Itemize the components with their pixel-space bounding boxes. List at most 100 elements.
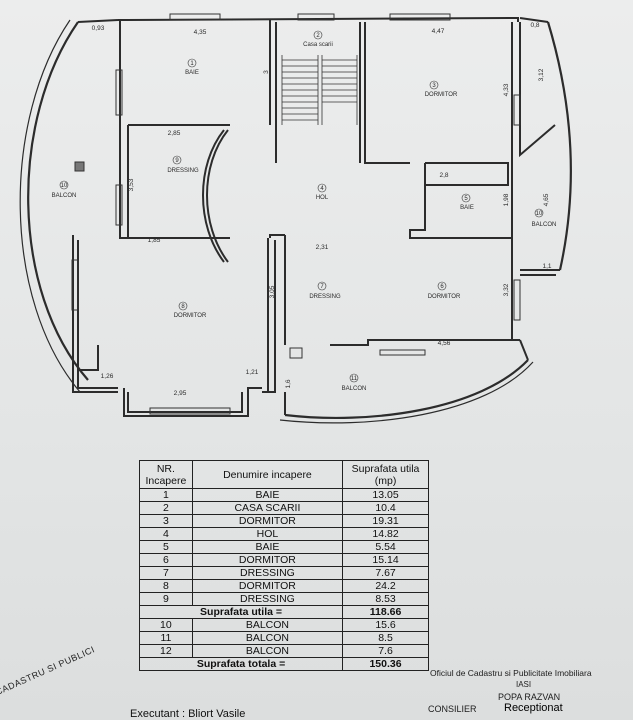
room-10-name: BALCON: [52, 193, 77, 199]
row-name: DORMITOR: [191, 553, 344, 567]
room-5-number: 5: [464, 196, 468, 202]
row-name: HOL: [191, 527, 344, 541]
row-area: 13.05: [342, 488, 429, 502]
room-10b-name: BALCON: [532, 222, 557, 228]
row-nr: 6: [139, 553, 193, 567]
row-nr: 3: [139, 514, 193, 528]
dim-3-12: 3,12: [538, 68, 545, 81]
room-1-number: 1: [190, 61, 194, 67]
floor-plan: 1 BAIE 2 Casa scarii 3 DORMITOR 4 HOL 5 …: [19, 13, 572, 424]
room-8-number: 8: [181, 304, 185, 310]
row-area: 14.82: [342, 527, 429, 541]
row-name: CASA SCARII: [191, 501, 344, 515]
room-4-name: HOL: [316, 195, 329, 201]
room-5-name: BAIE: [460, 205, 474, 211]
room-7-name: DRESSING: [309, 294, 341, 300]
subtotal-label: Suprafata utila =: [138, 605, 344, 619]
room-11-name: BALCON: [342, 386, 367, 392]
room-1-name: BAIE: [185, 70, 199, 76]
subtotal-row: Suprafata utila = 118.66: [138, 605, 429, 619]
row-name: DRESSING: [191, 592, 344, 606]
dim-3: 3: [263, 70, 270, 74]
room-10b-number: 10: [536, 211, 543, 217]
room-6-name: DORMITOR: [428, 294, 461, 300]
dim-3-53: 3,53: [128, 178, 135, 191]
dim-0-93: 0,93: [92, 25, 105, 32]
total-label: Suprafata totala =: [138, 657, 344, 671]
row-area: 5.54: [342, 540, 429, 554]
stamp-name: POPA RAZVAN: [498, 692, 561, 702]
row-area: 24.2: [342, 579, 429, 593]
dim-4-47: 4,47: [432, 28, 445, 35]
dim-3-32: 3,32: [503, 283, 510, 296]
header-name: Denumire incapere: [191, 460, 344, 489]
stamp-role: CONSILIER: [428, 704, 477, 714]
row-area: 8.5: [342, 631, 429, 645]
dim-1-85: 1,85: [148, 237, 161, 244]
dim-1-1: 1,1: [542, 263, 551, 270]
stamp-iasi: IASI: [516, 680, 532, 689]
header-nr: NR. Incapere: [139, 460, 193, 489]
room-8-name: DORMITOR: [174, 313, 207, 319]
room-2-number: 2: [316, 33, 320, 39]
dim-1-26: 1,26: [101, 373, 114, 380]
row-name: BALCON: [191, 644, 344, 658]
room-7-number: 7: [320, 284, 324, 290]
total-row: Suprafata totala = 150.36: [138, 657, 429, 671]
row-area: 15.14: [342, 553, 429, 567]
row-area: 7.6: [342, 644, 429, 658]
row-name: BALCON: [191, 618, 344, 632]
subtotal-value: 118.66: [342, 605, 429, 619]
row-area: 8.53: [342, 592, 429, 606]
room-3-name: DORMITOR: [425, 92, 458, 98]
row-nr: 12: [139, 644, 193, 658]
dim-2-31: 2,31: [316, 244, 329, 251]
dim-2-85: 2,85: [168, 130, 181, 137]
dim-4-56: 4,56: [438, 340, 451, 347]
room-3-number: 3: [432, 83, 436, 89]
row-name: BALCON: [191, 631, 344, 645]
dim-4-35: 4,35: [194, 29, 207, 36]
dim-2-8: 2,8: [439, 172, 448, 179]
dim-1-98: 1,98: [503, 193, 510, 206]
total-value: 150.36: [342, 657, 429, 671]
row-nr: 9: [139, 592, 193, 606]
row-nr: 11: [139, 631, 193, 645]
room-4-number: 4: [320, 186, 324, 192]
row-name: BAIE: [191, 488, 344, 502]
stamp-received: Receptionat: [504, 702, 563, 714]
row-area: 7.67: [342, 566, 429, 580]
header-area: Suprafata utila (mp): [342, 460, 429, 489]
executant-line: Executant : Bliort Vasile: [130, 708, 246, 720]
dim-1-6: 1,6: [285, 379, 292, 388]
dim-3-05: 3,05: [269, 285, 276, 298]
row-nr: 8: [139, 579, 193, 593]
room-11-number: 11: [351, 376, 358, 382]
room-6-number: 6: [440, 284, 444, 290]
dim-1-21: 1,21: [246, 369, 259, 376]
row-nr: 5: [139, 540, 193, 554]
cadastre-stamp: Oficiul de Cadastru si Publicitate Imobi…: [428, 660, 633, 720]
dim-4-33: 4,33: [503, 83, 510, 96]
room-9-name: DRESSING: [167, 168, 199, 174]
row-area: 10.4: [342, 501, 429, 515]
dim-4-65: 4,65: [543, 193, 550, 206]
row-name: DRESSING: [191, 566, 344, 580]
row-nr: 1: [139, 488, 193, 502]
dim-2-95: 2,95: [174, 390, 187, 397]
room-2-name: Casa scarii: [303, 42, 333, 48]
row-nr: 7: [139, 566, 193, 580]
row-area: 15.6: [342, 618, 429, 632]
